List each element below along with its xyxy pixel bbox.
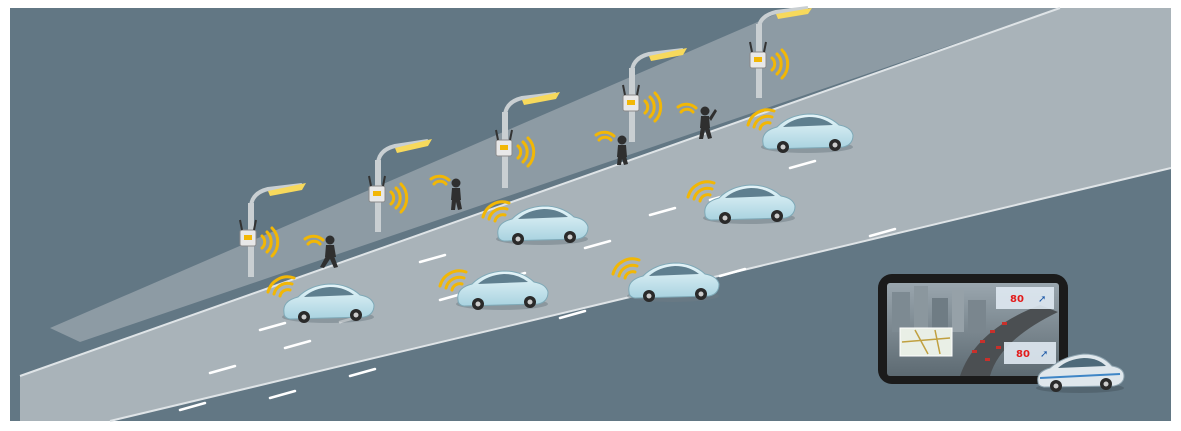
hud-arrow-bottom-icon: ➚ — [1040, 349, 1048, 360]
hud-speed-top: 80 — [1010, 294, 1024, 305]
hud-speed-bottom: 80 — [1016, 349, 1030, 360]
tablet-dashboard: 80 ➚ 80 ➚ — [878, 274, 1068, 384]
hud-arrow-top-icon: ➚ — [1038, 294, 1046, 305]
